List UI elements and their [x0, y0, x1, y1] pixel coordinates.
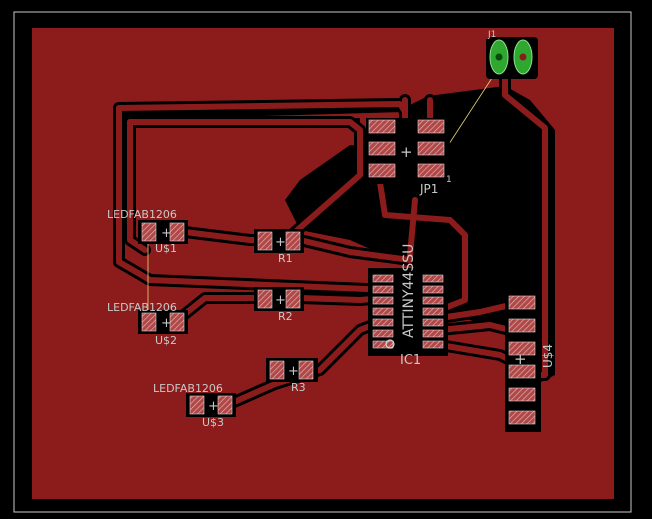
header-jp1-pad-3[interactable]	[368, 163, 396, 178]
led-u1-name: U$1	[155, 242, 177, 255]
board-outline	[13, 11, 632, 513]
led-u3-name: U$3	[202, 416, 224, 429]
header-jp1-pad-4[interactable]	[417, 119, 445, 134]
ic1-pin-10[interactable]	[422, 318, 444, 327]
led-u2-pad-c[interactable]	[169, 312, 185, 332]
resistor-r1[interactable]: R1 +	[254, 229, 304, 265]
header-jp1-pad-6[interactable]	[417, 163, 445, 178]
ic1-pin-5[interactable]	[372, 318, 394, 327]
led-u1-origin-mark: +	[161, 226, 172, 241]
header-jp1-name: JP1	[419, 182, 438, 196]
led-u3-value: LEDFAB1206	[153, 382, 223, 395]
resistor-r1-pad-1[interactable]	[257, 231, 273, 251]
component-u4-pad-3[interactable]	[508, 341, 536, 356]
resistor-r3[interactable]: R3 +	[266, 358, 318, 394]
ic1-attiny44[interactable]: ATTINY44SSU IC1	[368, 244, 448, 368]
header-jp1-pad-1[interactable]	[368, 119, 396, 134]
component-u4-name: U$4	[541, 344, 555, 368]
component-u4-pad-5[interactable]	[508, 387, 536, 402]
led-u3-pad-a[interactable]	[189, 395, 205, 415]
ic1-pin-12[interactable]	[422, 296, 444, 305]
ic1-value: ATTINY44SSU	[401, 244, 417, 338]
ic1-pin-7[interactable]	[372, 340, 394, 349]
ic1-pin-8[interactable]	[422, 340, 444, 349]
component-u4-pad-1[interactable]	[508, 295, 536, 310]
header-jp1-pad-2[interactable]	[368, 141, 396, 156]
connector-j1[interactable]: J1	[486, 30, 538, 79]
led-u1-pad-c[interactable]	[169, 222, 185, 242]
led-u3-pad-c[interactable]	[217, 395, 233, 415]
ic1-pin-13[interactable]	[422, 285, 444, 294]
led-u2-pad-a[interactable]	[141, 312, 157, 332]
resistor-r2-name: R2	[278, 310, 293, 323]
component-u4-pad-6[interactable]	[508, 410, 536, 425]
ic1-pin-1[interactable]	[372, 274, 394, 283]
ic1-pin-9[interactable]	[422, 329, 444, 338]
led-u2-origin-mark: +	[161, 316, 172, 331]
header-jp1-origin-mark: +	[400, 143, 413, 161]
ic1-pin-3[interactable]	[372, 296, 394, 305]
led-u3[interactable]: LEDFAB1206 U$3 +	[153, 382, 236, 429]
resistor-r3-pad-1[interactable]	[269, 360, 285, 380]
component-u4-pad-4[interactable]	[508, 364, 536, 379]
ic1-name: IC1	[400, 353, 421, 368]
header-jp1-pad-5[interactable]	[417, 141, 445, 156]
ic1-pin-4[interactable]	[372, 307, 394, 316]
resistor-r3-origin-mark: +	[288, 364, 299, 379]
resistor-r2-pad-1[interactable]	[257, 289, 273, 309]
ic1-pin1-dot	[385, 339, 395, 349]
component-u4-origin-mark: +	[514, 350, 527, 368]
ic1-pin-2[interactable]	[372, 285, 394, 294]
resistor-r3-pad-2[interactable]	[298, 360, 314, 380]
resistor-r1-pad-2[interactable]	[285, 231, 301, 251]
led-u2-name: U$2	[155, 334, 177, 347]
resistor-r2-pad-2[interactable]	[285, 289, 301, 309]
resistor-r2-origin-mark: +	[275, 293, 286, 308]
component-u4-outline	[505, 292, 541, 432]
connector-j1-drill-1	[495, 53, 503, 61]
ic1-pin-14[interactable]	[422, 274, 444, 283]
header-jp1-pin1: 1	[446, 175, 452, 185]
led-u1[interactable]: LEDFAB1206 U$1 +	[107, 208, 188, 255]
led-u2[interactable]: LEDFAB1206 U$2 +	[107, 301, 188, 347]
component-u4-pad-2[interactable]	[508, 318, 536, 333]
component-u4[interactable]: + U$4	[505, 292, 555, 432]
resistor-r3-name: R3	[291, 381, 306, 394]
resistor-r1-name: R1	[278, 252, 293, 265]
led-u3-origin-mark: +	[208, 399, 219, 414]
led-u2-value: LEDFAB1206	[107, 301, 177, 314]
led-u1-pad-a[interactable]	[141, 222, 157, 242]
ic1-pin-11[interactable]	[422, 307, 444, 316]
resistor-r2[interactable]: R2 +	[254, 287, 304, 323]
led-u1-value: LEDFAB1206	[107, 208, 177, 221]
connector-j1-name: J1	[487, 30, 496, 40]
connector-j1-drill-2	[519, 53, 527, 61]
resistor-r1-origin-mark: +	[275, 235, 286, 250]
header-jp1[interactable]: + JP1 1	[366, 118, 452, 196]
ic1-pin-6[interactable]	[372, 329, 394, 338]
